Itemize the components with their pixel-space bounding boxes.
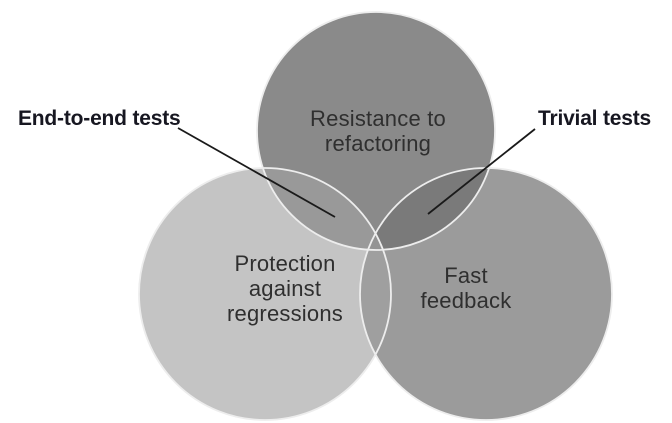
trivial-tests-label: Trivial tests	[538, 107, 651, 130]
protection-against-regressions-label: Protection against regressions	[227, 251, 343, 326]
fast-feedback-label: Fast feedback	[420, 263, 512, 313]
trivial-callout-line	[427, 128, 536, 215]
circle-fast-feedback	[360, 168, 612, 420]
resistance-to-refactoring-label: Resistance to refactoring	[310, 106, 446, 156]
circle-outline-left	[138, 167, 392, 421]
end-to-end-tests-label: End-to-end tests	[18, 107, 181, 130]
circle-protection-against-regressions	[139, 168, 391, 420]
end-to-end-callout-line	[177, 127, 336, 218]
circle-outline-top	[256, 11, 496, 251]
